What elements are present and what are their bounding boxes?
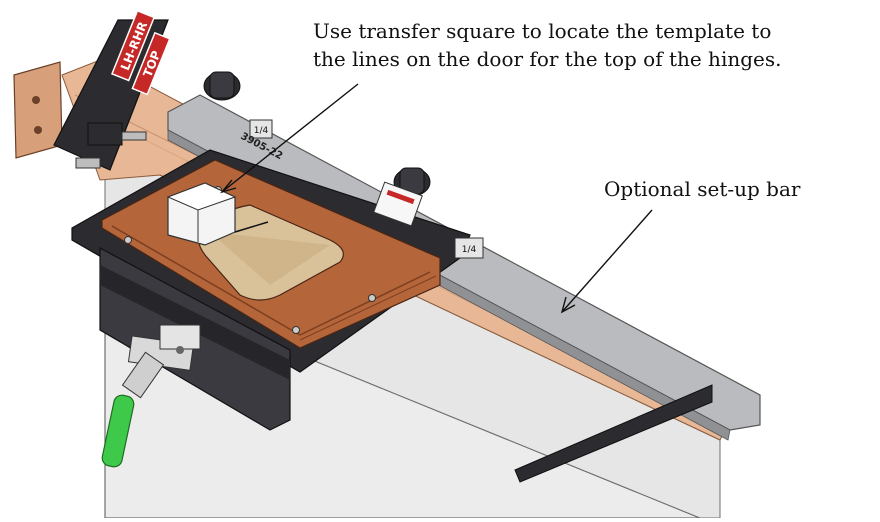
toggle-clamp — [121, 324, 201, 399]
svg-text:1/4: 1/4 — [254, 126, 269, 136]
bar-stop-1: 1/4 — [249, 119, 273, 139]
svg-text:1/4: 1/4 — [462, 245, 477, 255]
setup-bar-callout: Optional set-up bar — [604, 177, 801, 201]
clamp-handle — [101, 394, 135, 468]
bottom-strip — [514, 384, 713, 483]
transfer-square-callout: Use transfer square to locate the templa… — [313, 17, 781, 73]
callout-line-2: the lines on the door for the top of the… — [313, 47, 782, 71]
leader-line-transfer-square — [221, 83, 359, 193]
jig-label-plate — [373, 181, 423, 227]
bar-stop-2: 1/4 — [454, 237, 484, 259]
leader-line-setup-bar — [561, 209, 653, 313]
callout-line-1: Use transfer square to locate the templa… — [313, 19, 772, 43]
knob-icon — [203, 71, 241, 101]
